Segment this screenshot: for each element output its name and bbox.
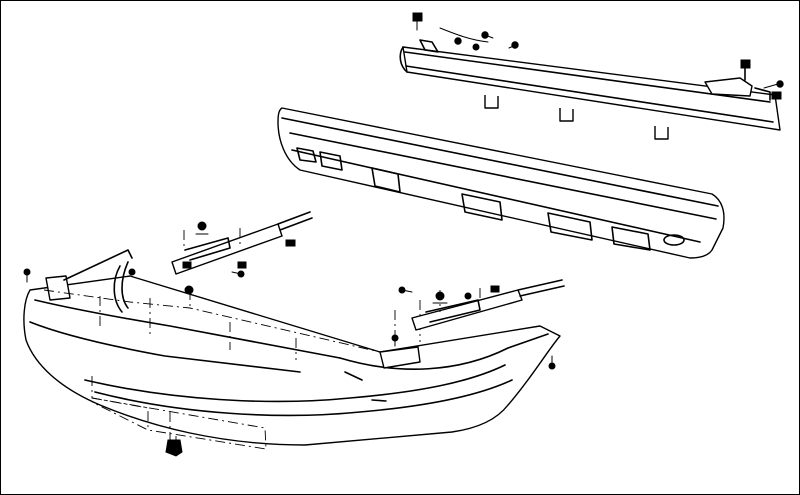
screw-icon <box>128 268 136 276</box>
clip-icon <box>740 59 751 69</box>
clip-icon <box>182 261 192 269</box>
clip-icon <box>771 91 782 100</box>
screw-icon <box>454 37 462 45</box>
screw-icon <box>464 292 472 300</box>
bumper-reinforcement-beam <box>399 27 781 140</box>
bumper-energy-absorber <box>277 107 725 259</box>
bottom-clip <box>165 439 183 457</box>
right-fasteners <box>391 285 556 370</box>
clip-icon <box>435 291 445 301</box>
clip-icon <box>197 221 207 231</box>
clip-icon <box>237 261 247 269</box>
clip-icon <box>165 439 183 457</box>
lower-spoiler <box>91 376 267 450</box>
beam-fasteners <box>412 12 784 100</box>
right-mounting-bracket <box>411 279 565 331</box>
left-mounting-bracket <box>63 211 313 313</box>
clip-icon <box>285 239 296 247</box>
bumper-cover <box>23 275 561 446</box>
screw-icon <box>472 43 480 51</box>
clip-icon <box>184 285 194 295</box>
clip-icon <box>490 285 500 293</box>
left-fasteners <box>23 221 296 295</box>
clip-icon <box>412 12 423 22</box>
